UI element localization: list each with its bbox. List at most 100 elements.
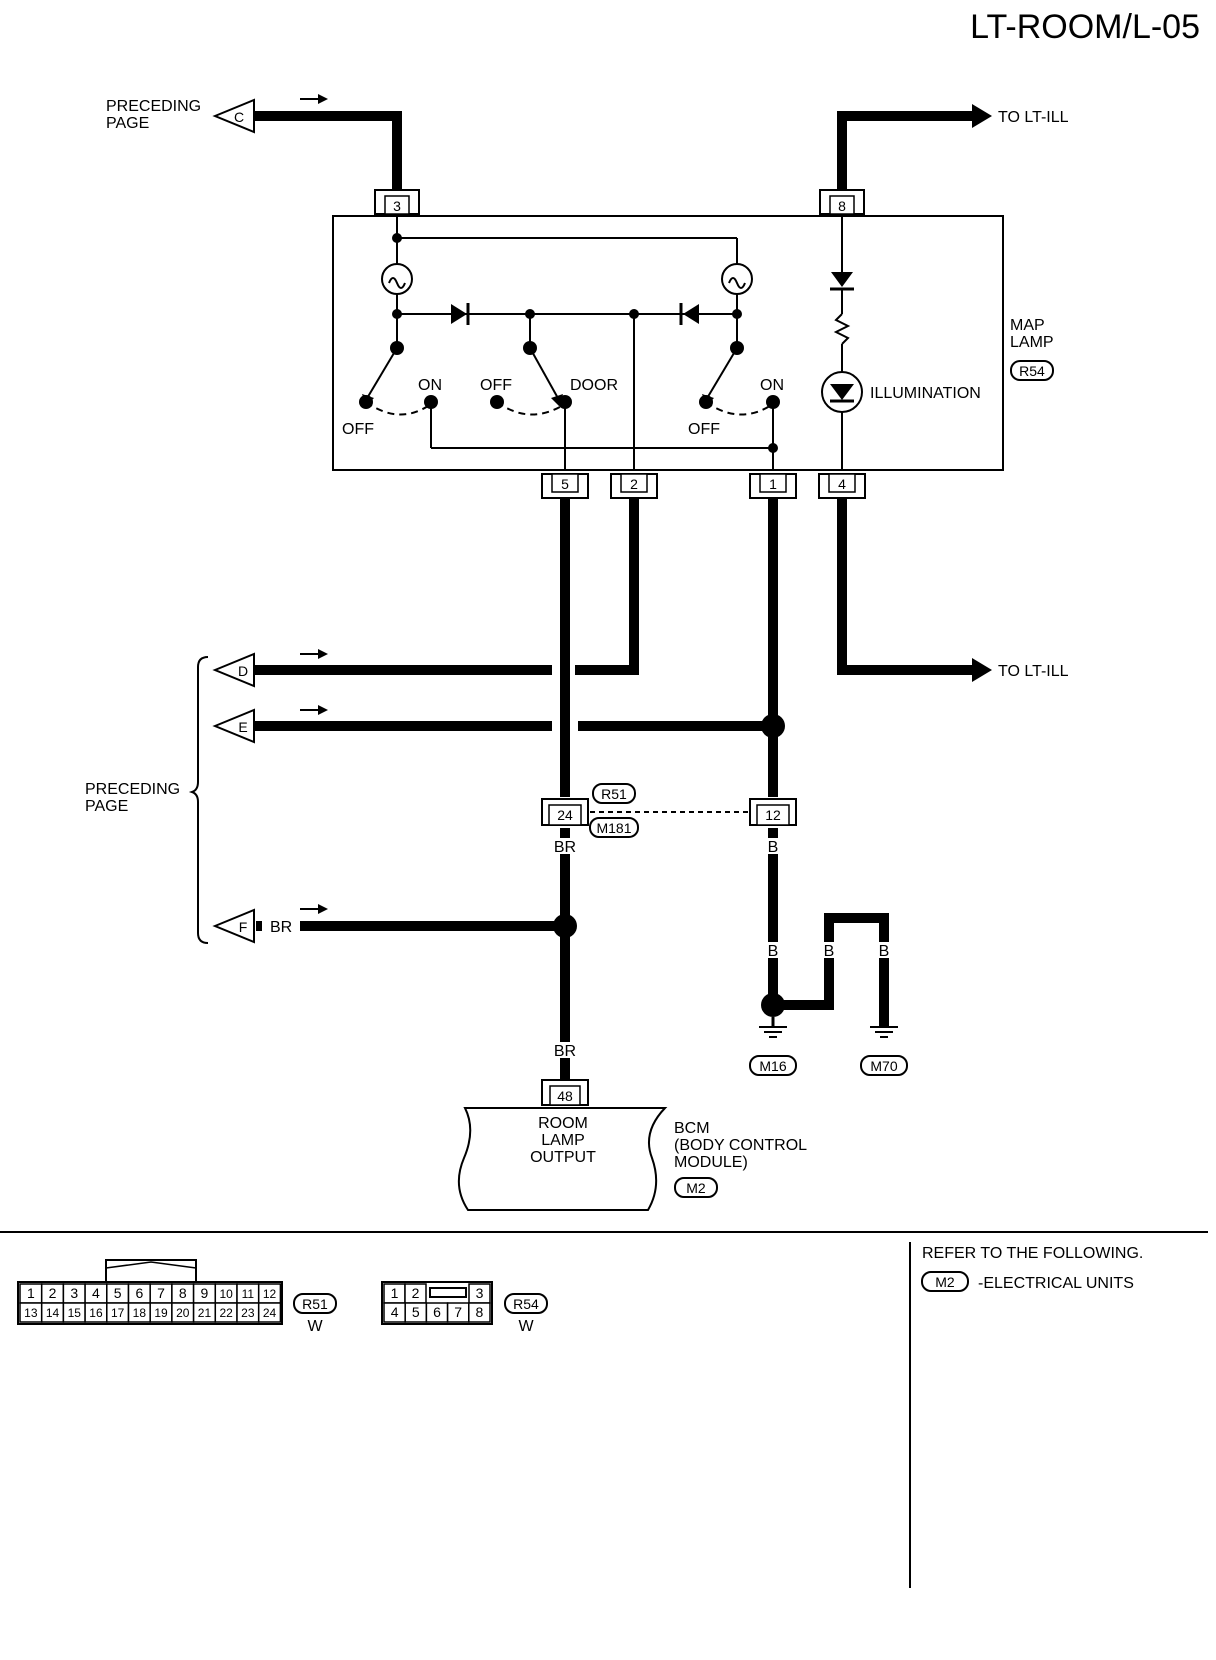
r51-cell-17: 17 (106, 1302, 130, 1323)
svg-text:6: 6 (135, 1285, 143, 1301)
r51-cell-22: 22 (214, 1302, 238, 1323)
wire-color-b-2: B (768, 943, 779, 960)
r51-cell-16: 16 (84, 1302, 108, 1323)
arrow-to-lt-ill-bottom (972, 658, 992, 682)
svg-text:23: 23 (241, 1306, 255, 1320)
wire-color-br-2: BR (554, 1043, 576, 1060)
r54-cell-2: 2 (404, 1283, 427, 1304)
switch-arrowheads (362, 394, 714, 406)
connector-badge-r54-view: R54 (504, 1293, 548, 1314)
splice-dots (553, 714, 785, 1017)
pin-2-label: 2 (630, 476, 638, 492)
pin-8-label: 8 (838, 198, 846, 214)
bcm-name-1: BCM (674, 1120, 710, 1137)
switch-door-label: DOOR (570, 377, 618, 394)
svg-text:14: 14 (46, 1306, 60, 1320)
wire-color-b-1: B (768, 839, 779, 856)
svg-text:M70: M70 (870, 1058, 897, 1074)
switch-on-label-1: ON (418, 377, 442, 394)
switch-off-label-2: OFF (480, 377, 512, 394)
flow-arrow-e (300, 705, 328, 715)
pin-3: 3 (374, 189, 420, 215)
r51-cell-9: 9 (192, 1283, 217, 1304)
map-lamp-box (332, 215, 1004, 471)
wire-pin8-to-lt-ill (837, 111, 975, 190)
bulb-right-icon (721, 263, 753, 295)
r51-cell-1: 1 (19, 1283, 43, 1304)
flow-arrow-c (300, 94, 328, 104)
diode-right-icon (679, 303, 699, 325)
r51-cell-7: 7 (149, 1283, 173, 1304)
svg-text:8: 8 (179, 1285, 187, 1301)
switch-off-label-3: OFF (688, 421, 720, 438)
offpage-d-letter: D (238, 663, 248, 679)
ground-m16-icon (759, 1017, 787, 1038)
bcm-lamp-label: LAMP (541, 1132, 585, 1149)
offpage-connector-e (212, 708, 255, 744)
svg-text:R51: R51 (302, 1296, 328, 1312)
pin-12-label: 12 (765, 807, 781, 823)
svg-text:13: 13 (24, 1306, 38, 1320)
svg-text:4: 4 (391, 1304, 399, 1320)
pin-3-label: 3 (393, 198, 401, 214)
preceding-page-label-c2: PAGE (106, 115, 149, 132)
r51-cell-23: 23 (236, 1302, 260, 1323)
svg-text:2: 2 (412, 1285, 420, 1301)
svg-text:18: 18 (133, 1306, 147, 1320)
switch-on-label-2: ON (760, 377, 784, 394)
svg-text:M2: M2 (686, 1180, 706, 1196)
r51-cell-3: 3 (62, 1283, 86, 1304)
preceding-page-label-c1: PRECEDING (106, 98, 201, 115)
svg-text:19: 19 (154, 1306, 168, 1320)
offpage-c-letter: C (234, 109, 244, 125)
pin-24: 24 (541, 798, 589, 826)
pin-5: 5 (541, 473, 589, 499)
junction-dots (359, 233, 780, 453)
map-lamp-label-2: LAMP (1010, 334, 1054, 351)
illumination-label: ILLUMINATION (870, 385, 981, 402)
svg-text:6: 6 (433, 1304, 441, 1320)
to-lt-ill-top-label: TO LT-ILL (998, 109, 1069, 126)
r54-cell-1: 1 (383, 1283, 406, 1304)
svg-text:4: 4 (92, 1285, 100, 1301)
svg-text:17: 17 (111, 1306, 125, 1320)
r54-cell-4: 4 (383, 1302, 406, 1323)
r51-cell-6: 6 (127, 1283, 151, 1304)
r51-cell-2: 2 (40, 1283, 65, 1304)
svg-text:12: 12 (263, 1287, 277, 1301)
pin-2: 2 (610, 473, 658, 499)
svg-text:5: 5 (412, 1304, 420, 1320)
svg-text:M16: M16 (759, 1058, 786, 1074)
svg-text:R54: R54 (513, 1296, 539, 1312)
svg-text:21: 21 (198, 1306, 212, 1320)
wire-c-to-pin3 (254, 111, 402, 190)
r54-cell-8: 8 (468, 1302, 491, 1323)
svg-text:M2: M2 (935, 1274, 955, 1290)
page-title: LT-ROOM/L-05 (970, 8, 1200, 46)
wire-color-br-1: BR (554, 839, 576, 856)
offpage-d-group: D (212, 649, 328, 688)
wire-color-b-3: B (824, 943, 835, 960)
svg-text:M181: M181 (596, 820, 631, 836)
r51-cell-21: 21 (192, 1302, 217, 1323)
r54-key-slot (429, 1287, 467, 1298)
r51-cell-10: 10 (214, 1283, 238, 1304)
r54-cell-7: 7 (446, 1302, 470, 1323)
r51-cell-4: 4 (84, 1283, 108, 1304)
map-lamp-label-1: MAP (1010, 317, 1045, 334)
svg-text:3: 3 (70, 1285, 78, 1301)
pin-1: 1 (749, 473, 797, 499)
r54-cell-5: 5 (404, 1302, 428, 1323)
refer-heading: REFER TO THE FOLLOWING. (922, 1245, 1143, 1262)
r51-cell-8: 8 (171, 1283, 195, 1304)
bcm-box (457, 1107, 668, 1211)
connector-badge-m2: M2 (674, 1177, 718, 1198)
svg-text:20: 20 (176, 1306, 190, 1320)
illumination-led-icon (821, 371, 863, 413)
r51-cell-24: 24 (257, 1302, 282, 1323)
